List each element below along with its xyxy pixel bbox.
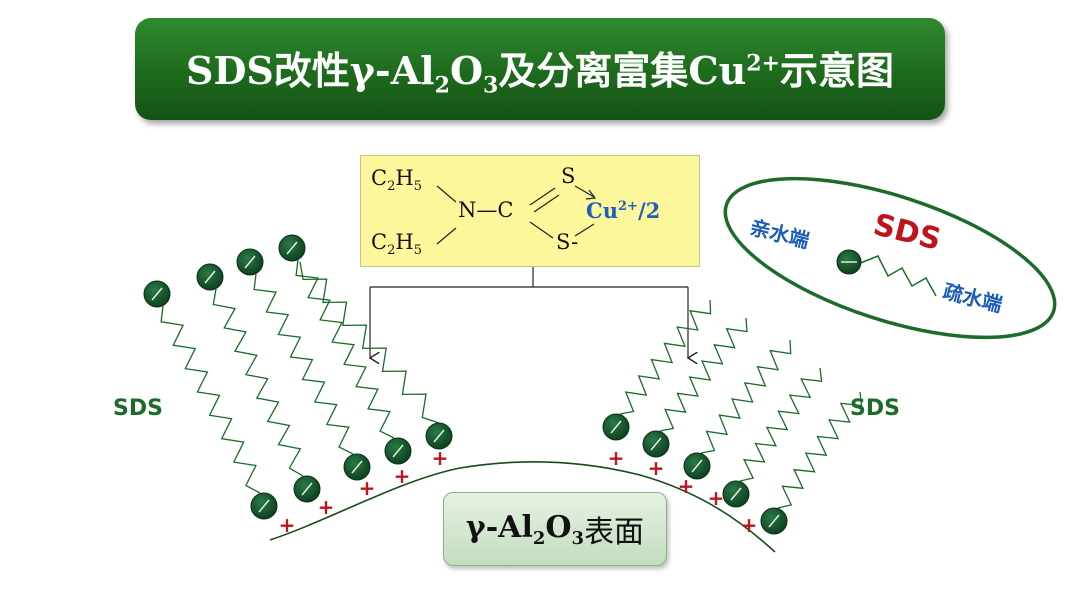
sulfur-bottom: S-: [556, 230, 579, 254]
legend-tail: [857, 255, 937, 297]
complex-connector: [370, 265, 688, 358]
alumina-surface-curve: [269, 461, 776, 553]
legend-head: [836, 249, 862, 275]
sds-tail: [659, 317, 748, 432]
positive-charge: +: [708, 486, 725, 510]
positive-charge: +: [318, 495, 335, 519]
sds-head: [143, 280, 171, 308]
sds-head: [683, 452, 711, 480]
sds-head: [236, 248, 264, 276]
positive-charge: +: [608, 446, 625, 470]
sds-tail: [700, 339, 792, 454]
sds-tail: [253, 273, 354, 455]
sds-label-right: SDS: [850, 396, 900, 421]
nitrogen-carbon: N—C: [458, 198, 514, 222]
title-text: SDS改性γ-Al2O3及分离富集Cu2+示意图: [186, 47, 894, 99]
sulfur-top: S: [561, 164, 576, 188]
positive-charge: +: [359, 476, 376, 500]
surface-text: 表面: [584, 515, 645, 550]
sds-head: [425, 422, 453, 450]
sds-head: [196, 263, 224, 291]
sds-head: [642, 430, 670, 458]
sds-head: [384, 437, 412, 465]
sds-head: [760, 507, 788, 535]
copper-ion: Cu2+/2: [586, 198, 661, 223]
positive-charge: +: [432, 446, 449, 470]
sds-head: [722, 480, 750, 508]
positive-charge: +: [648, 456, 665, 480]
sds-heads: [143, 234, 788, 535]
sds-tail: [212, 288, 304, 477]
surface-charges: + + + + + + + + + +: [279, 446, 758, 537]
positive-charge: +: [741, 513, 758, 537]
legend-ellipse: [723, 176, 1057, 340]
positive-charge: +: [394, 464, 411, 488]
ethyl-group-top: C2H5: [371, 166, 422, 195]
sds-label-left: SDS: [113, 396, 163, 421]
positive-charge: +: [678, 474, 695, 498]
sds-head: [343, 453, 371, 481]
sds-head: [250, 492, 278, 520]
sds-head: [602, 413, 630, 441]
sds-tail: [299, 261, 440, 424]
ethyl-group-bottom: C2H5: [371, 230, 422, 259]
positive-charge: +: [279, 513, 296, 537]
sds-head: [278, 234, 306, 262]
sds-chains: [160, 259, 863, 509]
title-banner: SDS改性γ-Al2O3及分离富集Cu2+示意图: [135, 18, 945, 120]
sds-tail: [739, 367, 823, 482]
sds-tail: [295, 259, 395, 439]
dithiocarbamate-complex: [360, 155, 700, 267]
sds-head: [293, 475, 321, 503]
sds-tail: [777, 391, 863, 509]
sds-tail: [160, 305, 261, 494]
sds-tail: [619, 299, 712, 415]
alumina-formula: γ-Al2O3: [465, 509, 585, 549]
